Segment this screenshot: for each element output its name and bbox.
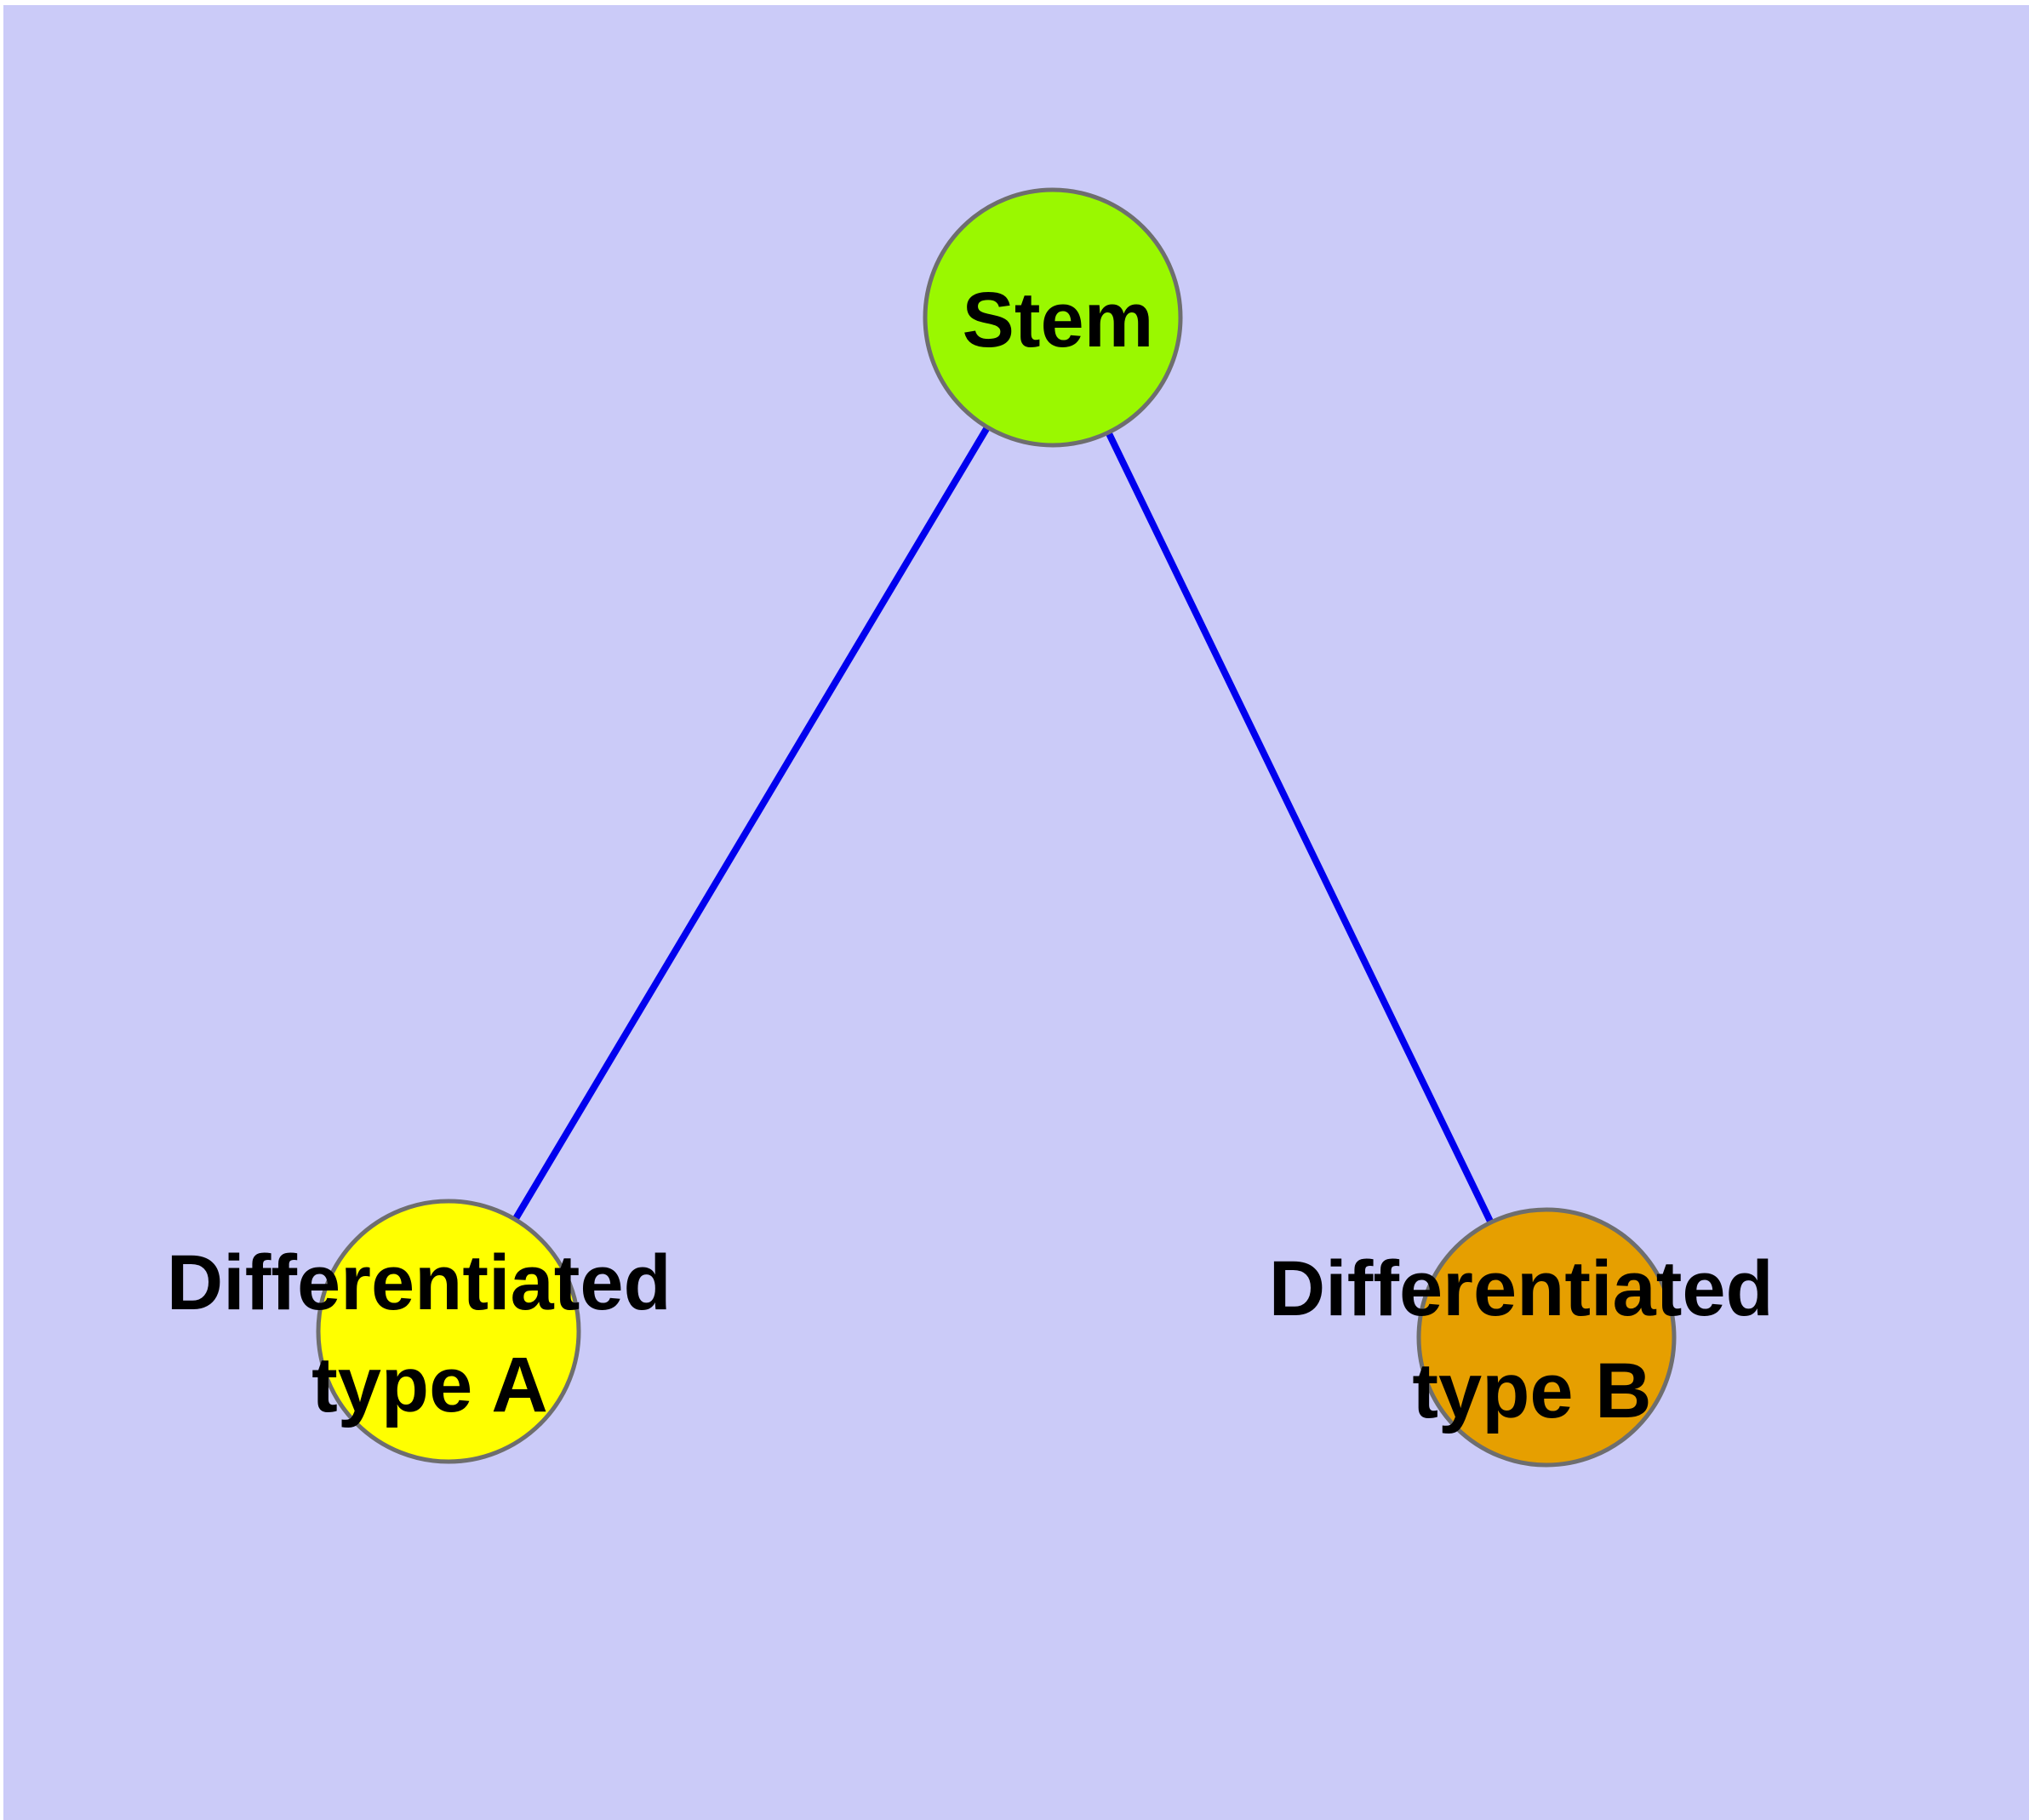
node-type-a-label: Differentiated type A — [167, 1239, 694, 1428]
node-type-a-label-line2: type A — [311, 1342, 548, 1428]
node-differentiated-type-b — [1416, 1207, 1677, 1468]
node-differentiated-type-a — [316, 1199, 581, 1464]
edge-stem-to-type-a — [445, 315, 1056, 1334]
node-type-b-label: Differentiated type B — [1269, 1245, 1796, 1434]
node-type-a-label-line1: Differentiated — [167, 1239, 672, 1326]
node-stem — [923, 187, 1183, 448]
edge-stem-to-type-b — [1049, 316, 1550, 1339]
node-stem-label: Stem — [963, 277, 1154, 363]
node-type-b-label-line1: Differentiated — [1269, 1245, 1774, 1332]
node-type-b-label-line2: type B — [1412, 1348, 1651, 1434]
